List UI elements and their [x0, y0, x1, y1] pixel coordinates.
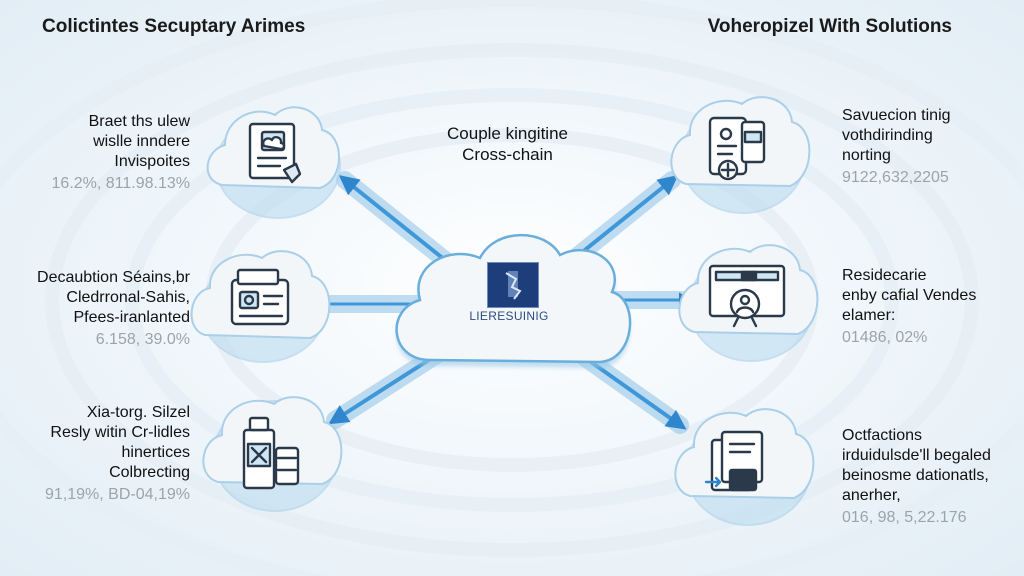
right-block-3-line-4: anerher,: [842, 487, 901, 504]
heading-left: Colictintes Secuptary Arimes: [42, 16, 306, 37]
center-label-line-2: Cross-chain: [462, 145, 553, 164]
right-block-1-line-3: norting: [842, 147, 891, 164]
left-block-3-line-2: Resly witin Cr-lidles: [50, 424, 190, 441]
left-block-3: Xia-torg. Silzel Resly witin Cr-lidles h…: [45, 403, 190, 505]
left-block-2-line-3: Pfees-iranlanted: [73, 309, 190, 326]
left-block-2-line-1: Decaubtion Séains,br: [37, 269, 190, 286]
right-block-2: Residecarie enby cafial Vendes elamer: 0…: [842, 266, 976, 348]
right-block-3-line-3: beinosme dationatls,: [842, 467, 989, 484]
document-cloud-icon: [248, 122, 302, 184]
left-block-3-line-3: hinertices: [121, 444, 190, 461]
heading-right: Voheropizel With Solutions: [707, 16, 952, 37]
right-block-2-line-3: elamer:: [842, 307, 896, 324]
right-block-2-stat: 01486, 02%: [842, 329, 928, 346]
center-label: Couple kingitine Cross-chain: [420, 123, 595, 165]
right-block-3: Octfactions irduidulsde'll begaled beino…: [842, 426, 991, 528]
left-block-2-stat: 6.158, 39.0%: [95, 331, 190, 348]
right-block-3-stat: 016, 98, 5,22.176: [842, 509, 967, 526]
right-block-3-line-1: Octfactions: [842, 427, 923, 444]
right-block-1: Savuecion tinig vothdirinding norting 91…: [842, 106, 951, 188]
phone-badge-icon: [708, 116, 766, 181]
left-block-3-stat: 91,19%, BD-04,19%: [45, 486, 190, 503]
right-block-3-line-2: irduidulsde'll begaled: [842, 447, 991, 464]
left-block-1-line-1: Braet ths ulew: [88, 113, 190, 130]
right-block-2-line-2: enby cafial Vendes: [842, 287, 977, 304]
left-block-1-stat: 16.2%, 811.98.13%: [51, 175, 190, 192]
right-block-1-line-1: Savuecion tinig: [842, 107, 951, 124]
right-block-1-stat: 9122,632,2205: [842, 169, 949, 186]
left-block-1-line-3: Invispoites: [114, 153, 190, 170]
hub-logo: [487, 262, 539, 308]
hub-label: LIERESUINIG: [469, 309, 549, 323]
hub-logo-mark-icon: [505, 271, 522, 300]
left-block-2-line-2: Cledrronal-Sahis,: [66, 289, 190, 306]
left-block-2: Decaubtion Séains,br Cledrronal-Sahis, P…: [37, 268, 190, 350]
files-icon: [704, 430, 764, 492]
container-icon: [242, 416, 300, 490]
right-block-2-line-1: Residecarie: [842, 267, 927, 284]
left-block-1: Braet ths ulew wislle inndere Invispoite…: [52, 112, 190, 194]
left-block-1-line-2: wislle inndere: [93, 133, 190, 150]
id-card-icon: [230, 268, 290, 326]
left-block-3-line-4: Colbrecting: [109, 464, 190, 481]
center-label-line-1: Couple kingitine: [447, 124, 568, 143]
right-block-1-line-2: vothdirinding: [842, 127, 933, 144]
monitor-user-icon: [708, 264, 786, 328]
left-block-3-line-1: Xia-torg. Silzel: [86, 404, 190, 421]
